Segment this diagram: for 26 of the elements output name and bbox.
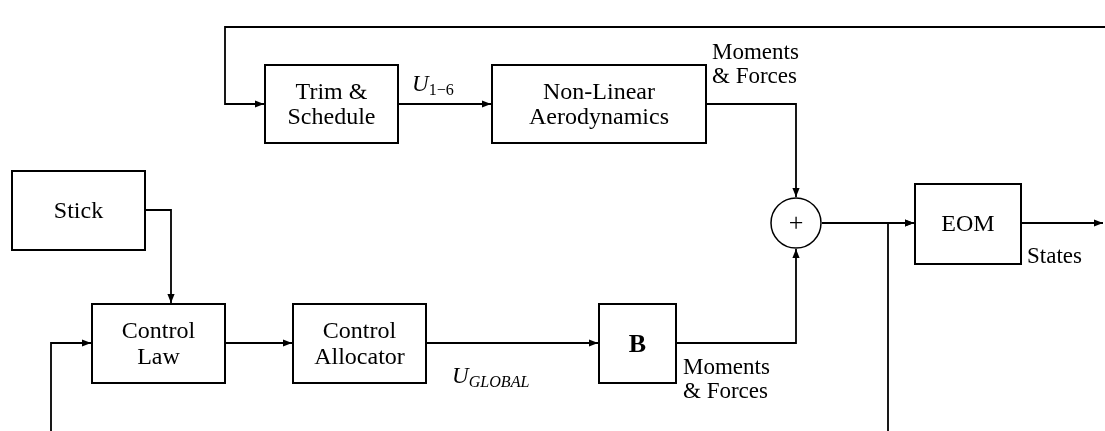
- block-box: [91, 303, 226, 384]
- arrow: [706, 103, 800, 198]
- arrow: [50, 339, 92, 431]
- block-box: [264, 64, 399, 144]
- block-box: [11, 170, 146, 251]
- block-box: [914, 183, 1022, 265]
- arrow: [225, 339, 293, 347]
- block-label: Non-Linear Aerodynamics: [528, 78, 670, 130]
- block-label: +: [788, 209, 804, 237]
- arrow: [676, 248, 800, 344]
- arrow: [224, 26, 1105, 108]
- block-box: [292, 303, 427, 384]
- arrow: [426, 339, 599, 347]
- block-label: Stick: [53, 197, 104, 224]
- arrow: [887, 219, 915, 431]
- block-label: Trim & Schedule: [286, 78, 377, 130]
- block-label: B: [628, 329, 647, 358]
- sum-junction: [770, 197, 822, 249]
- block-box: [491, 64, 707, 144]
- arrow: [398, 100, 492, 108]
- block-label: EOM: [941, 211, 995, 237]
- block-label: Control Allocator: [313, 318, 406, 369]
- arrow: [145, 209, 175, 304]
- block-label: Control Law: [120, 318, 197, 369]
- block-box: [598, 303, 677, 384]
- arrow: [1021, 219, 1104, 227]
